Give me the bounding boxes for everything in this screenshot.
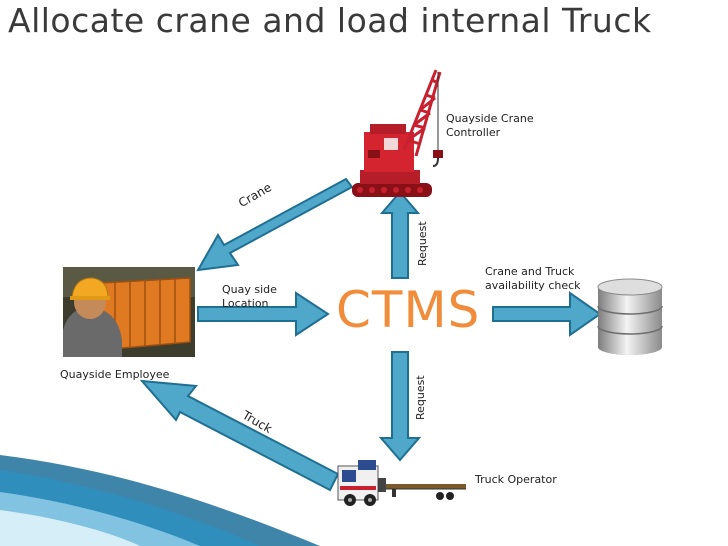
slide-title: Allocate crane and load internal Truck bbox=[8, 1, 652, 40]
arrow-employee-to-ctms bbox=[197, 291, 330, 337]
database-check-label: Crane and Truck availability check bbox=[485, 265, 581, 292]
arrow-ctms-to-database bbox=[492, 291, 602, 337]
ctms-label: CTMS bbox=[336, 281, 481, 339]
crane-controller-label: Quayside Crane Controller bbox=[446, 112, 534, 139]
arrow-label-request-down: Request bbox=[414, 375, 427, 420]
truck-operator-label: Truck Operator bbox=[475, 473, 557, 486]
arrow-crane-to-employee bbox=[196, 177, 354, 272]
quay-side-location-label: Quay side Location bbox=[222, 283, 277, 310]
arrow-label-request-up: Request bbox=[416, 221, 429, 266]
arrow-request-up bbox=[379, 190, 421, 279]
arrow-truck-to-employee bbox=[139, 379, 340, 492]
quayside-employee-label: Quayside Employee bbox=[60, 368, 170, 381]
arrow-request-down bbox=[378, 351, 422, 462]
